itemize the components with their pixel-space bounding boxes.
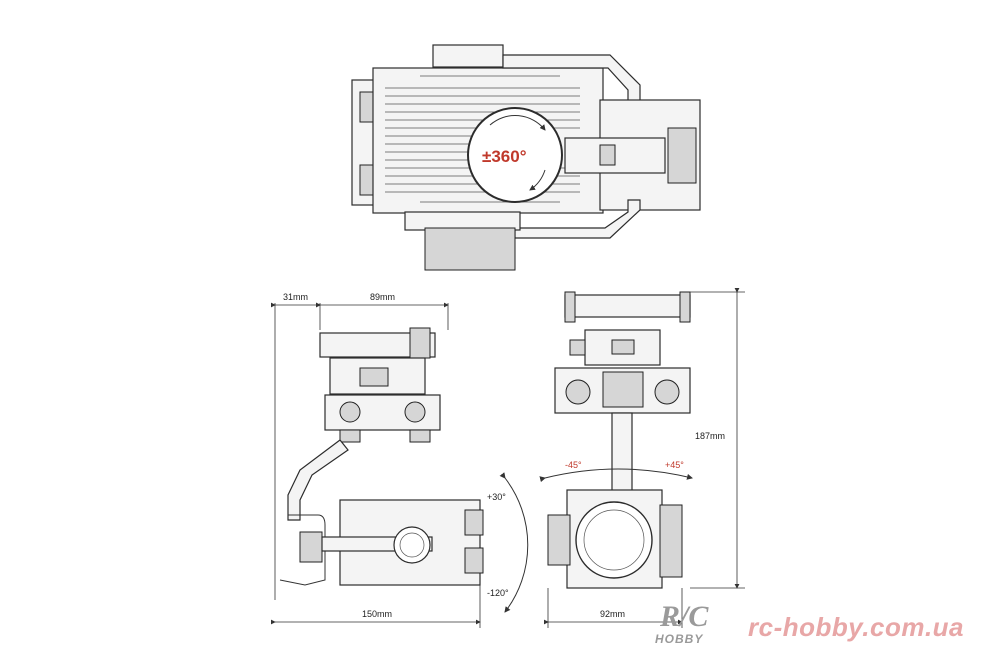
roll-right-label: +45° xyxy=(665,460,684,470)
length-label: 150mm xyxy=(362,609,392,619)
brand-logo-subtitle: HOBBY xyxy=(655,632,704,646)
brand-logo: R/C xyxy=(660,600,709,633)
width-label: 92mm xyxy=(600,609,625,619)
tilt-up-label: +30° xyxy=(487,492,506,502)
height-label: 187mm xyxy=(695,431,725,441)
top-view: ±360° xyxy=(351,44,701,271)
front-view: -45° +45° 187mm 92mm xyxy=(539,288,745,628)
depth-label: 89mm xyxy=(370,292,395,302)
rotation-circle xyxy=(467,107,563,203)
tilt-down-label: -120° xyxy=(487,588,509,598)
rotation-label: ±360° xyxy=(482,147,527,166)
side-view: 31mm 89mm 150mm +30° -120° xyxy=(271,292,529,628)
roll-left-label: -45° xyxy=(565,460,582,470)
site-watermark: rc-hobby.com.ua xyxy=(748,612,965,642)
offset-label: 31mm xyxy=(283,292,308,302)
